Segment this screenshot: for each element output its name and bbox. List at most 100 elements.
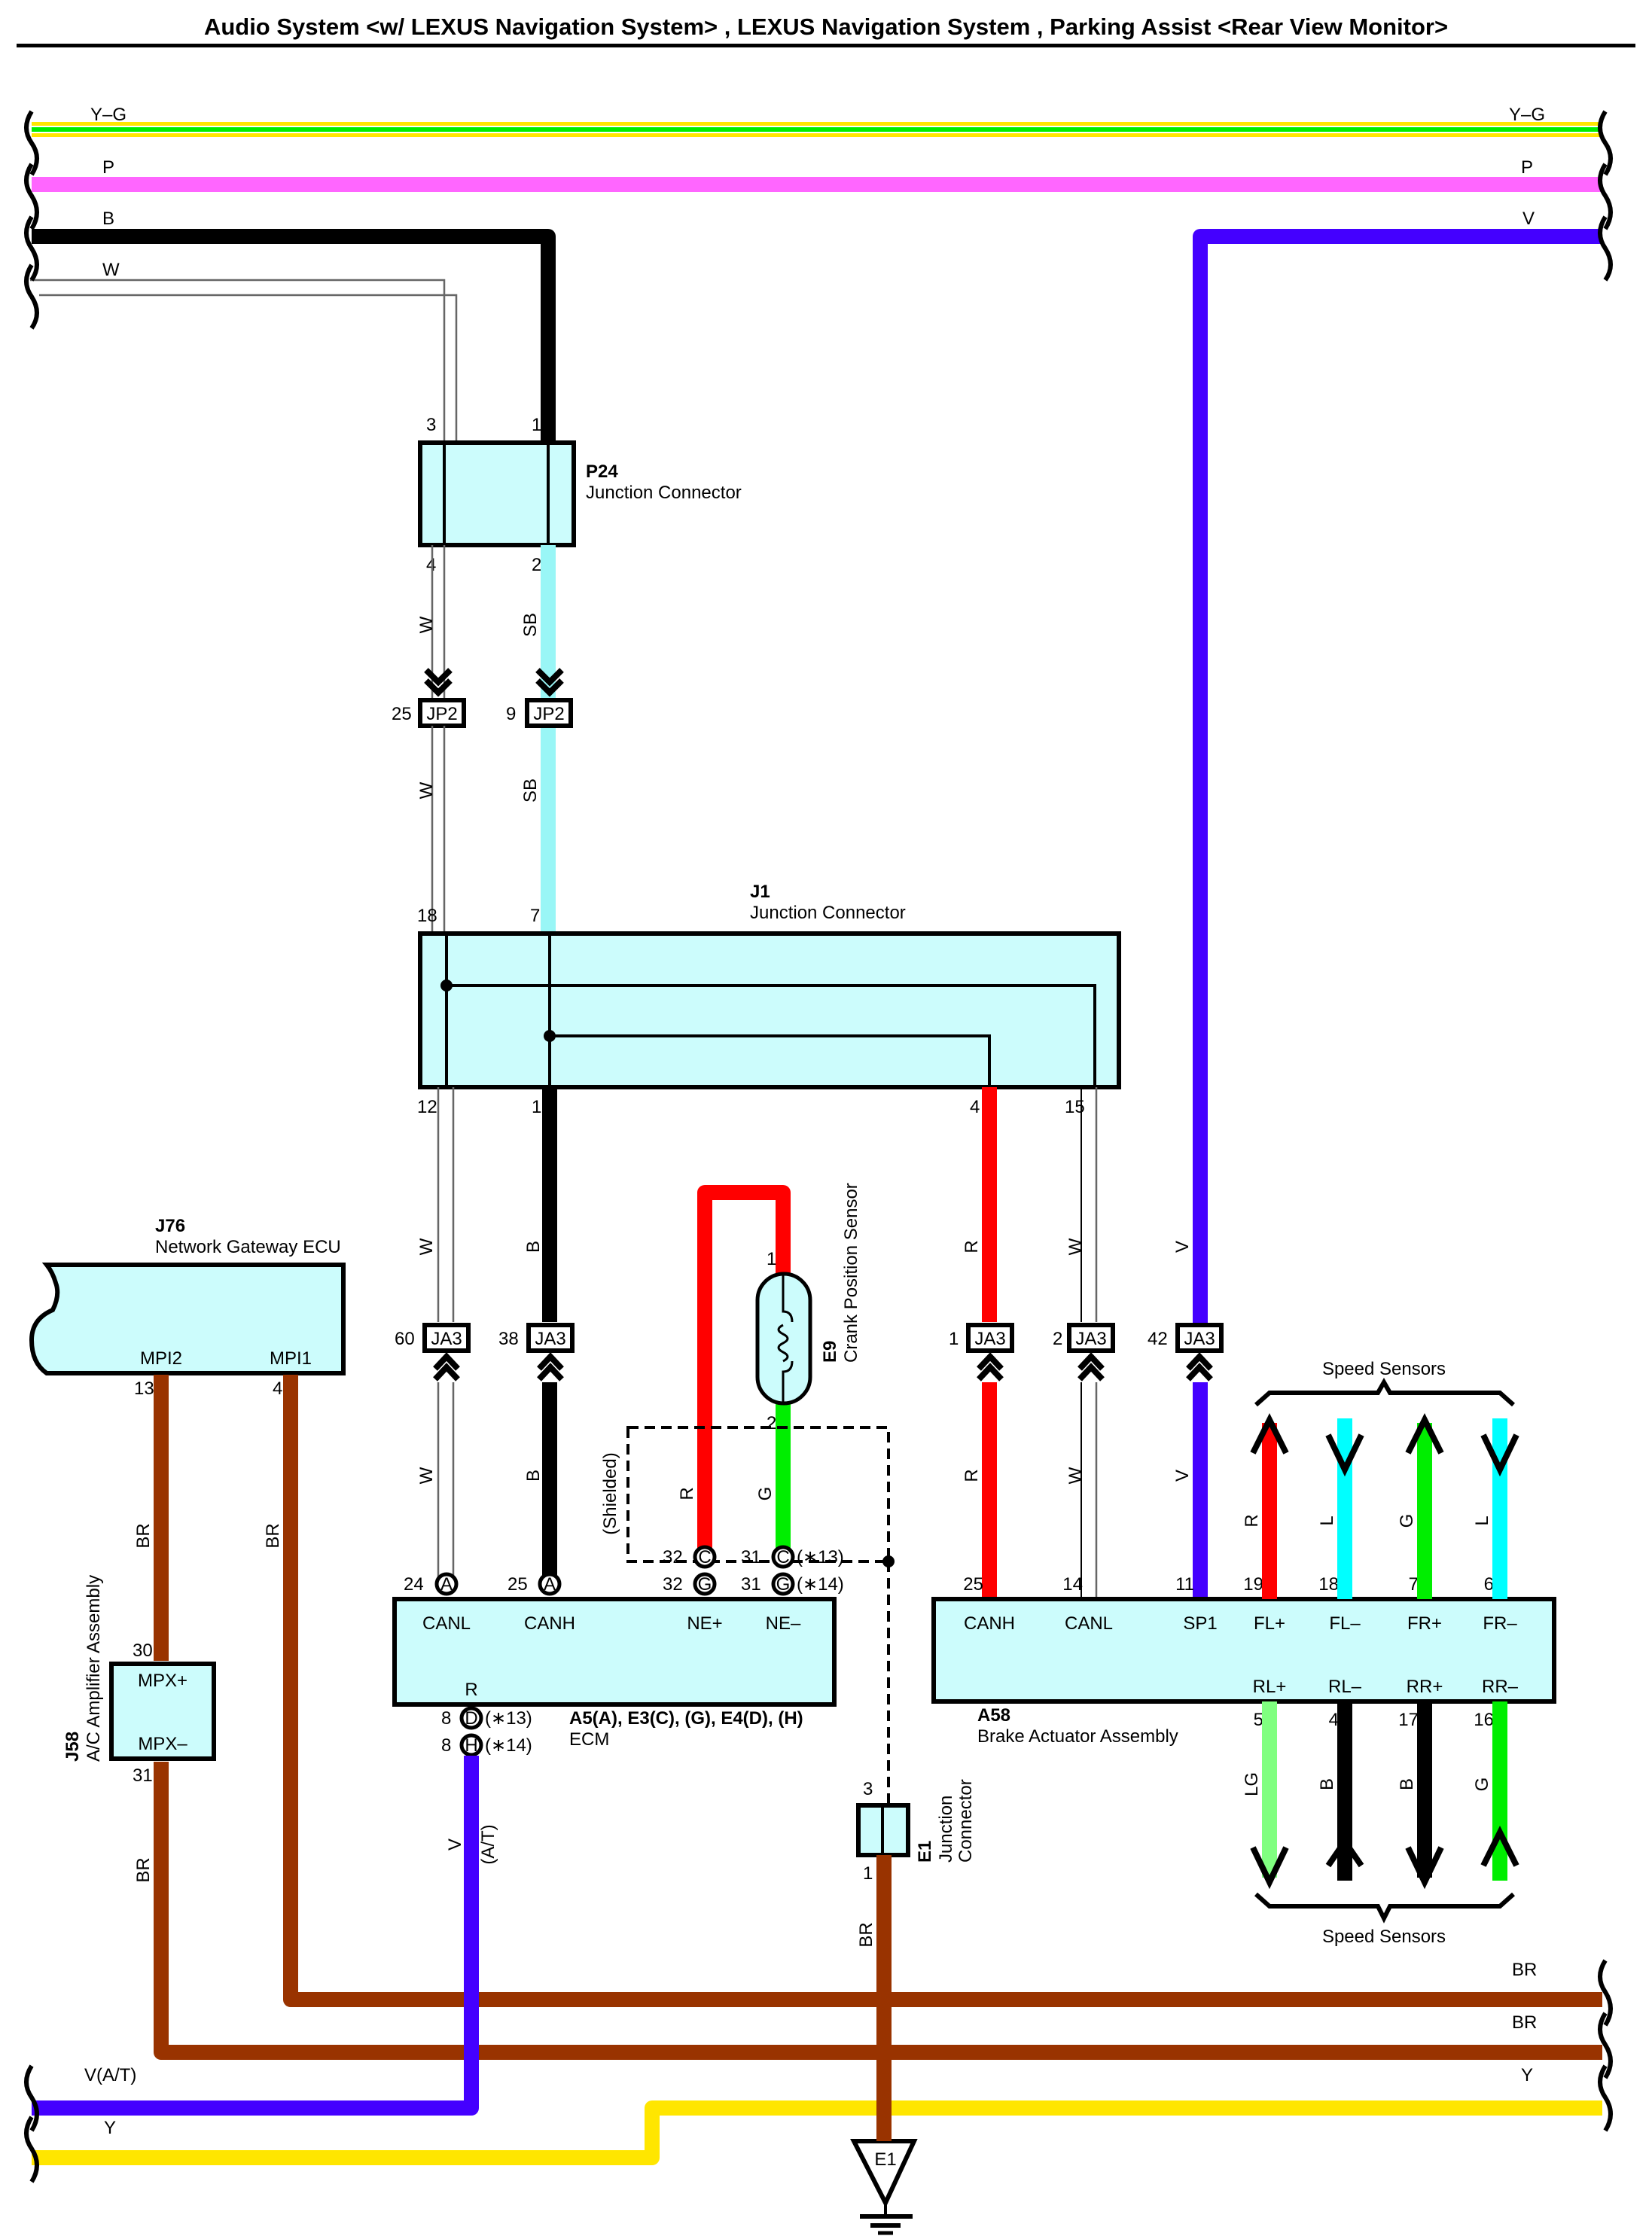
ecm-terminal-canl: CANL (422, 1613, 471, 1634)
page-title: Audio System <w/ LEXUS Navigation System… (204, 14, 1448, 40)
wire-label-vat-left: V(A/T) (84, 2065, 136, 2085)
ecm-pin-31c: 31 (741, 1547, 761, 1567)
a58-id: A58 (977, 1705, 1010, 1726)
wire-label-b-2: B (523, 1470, 544, 1482)
j1-pin-4: 4 (970, 1097, 980, 1117)
a58-brake-actuator-assembly (931, 1597, 1556, 1704)
ecm-pin-25: 25 (507, 1574, 528, 1595)
e1-jc-pin-3: 3 (863, 1779, 873, 1799)
p24-id: P24 (586, 462, 618, 482)
wire-label-l-fr: L (1472, 1516, 1492, 1525)
wire-label-y-right: Y (1521, 2065, 1533, 2085)
a58-terminal-4: FL– (1329, 1613, 1361, 1634)
ecm-name: ECM (569, 1729, 609, 1750)
wire-label-p-left: P (102, 157, 114, 178)
j58-pin-30: 30 (133, 1640, 153, 1661)
break-marks-left-top (24, 110, 39, 330)
a58-pin-bottom-17: 17 (1398, 1710, 1419, 1730)
svg-text:JA3: JA3 (1075, 1329, 1106, 1349)
wire-w-ja3-a58 (1081, 1382, 1098, 1611)
wire-w-jp2-j1 (431, 726, 446, 934)
a58-terminal-1: CANL (1065, 1613, 1113, 1634)
wire-label-w-2: W (416, 781, 437, 799)
svg-text:JP2: JP2 (533, 704, 564, 724)
ground-id: E1 (874, 2149, 896, 2170)
wire-label-w-3: W (416, 1238, 437, 1255)
ja3-connector-38: JA3 (526, 1323, 575, 1353)
arrow-down-icon (1325, 1433, 1519, 1477)
wire-label-w-4: W (1065, 1238, 1086, 1255)
a58-pin-19: 19 (1243, 1574, 1263, 1595)
j58-name: A/C Amplifier Assembly (84, 1575, 104, 1762)
e1-jc-name-2: Connector (956, 1779, 976, 1863)
jp2-pin-9: 9 (506, 704, 516, 724)
wire-label-v-right: V (1522, 209, 1535, 229)
a58-terminal-bottom-1: RL– (1328, 1677, 1362, 1697)
a58-pin-18: 18 (1318, 1574, 1339, 1595)
ja3-pin-2: 2 (1053, 1329, 1062, 1349)
j58-terminal-mpx-minus: MPX– (138, 1734, 187, 1754)
wire-y-bottom (32, 2100, 1602, 2165)
wire-label-br-2: BR (263, 1523, 283, 1548)
svg-text:JA3: JA3 (431, 1329, 462, 1349)
jp2-pin-25: 25 (392, 704, 412, 724)
svg-text:JA3: JA3 (535, 1329, 565, 1349)
wire-v-top (1193, 229, 1602, 1325)
a58-pin-6: 6 (1484, 1574, 1494, 1595)
wire-label-b-rr: B (1397, 1778, 1417, 1790)
p24-pin-4: 4 (426, 555, 436, 575)
j1-name: Junction Connector (750, 903, 906, 923)
arrow-up-icon (1325, 1826, 1519, 1868)
ecm-letter-c2: C (776, 1547, 789, 1567)
j76-network-gateway-ecu (29, 1263, 346, 1375)
break-marks-right-bottom (1598, 1959, 1613, 2132)
a58-pin-bottom-5: 5 (1254, 1710, 1263, 1730)
j58-ac-amplifier-assembly (109, 1662, 216, 1761)
ecm-letter-g2: G (776, 1574, 791, 1595)
wire-label-br-1: BR (133, 1523, 154, 1548)
wire-label-b-1: B (523, 1241, 544, 1253)
jp2-connector-25: JP2 (418, 698, 466, 728)
j1-pin-1: 1 (532, 1097, 541, 1117)
j58-terminal-mpx-plus: MPX+ (138, 1671, 187, 1691)
a58-terminal-6: FR– (1483, 1613, 1517, 1634)
e9-crank-position-sensor (755, 1272, 812, 1406)
j76-terminal-mpi1: MPI1 (270, 1348, 312, 1369)
a58-pin-bottom-16: 16 (1474, 1710, 1494, 1730)
ecm-terminal-ne-minus: NE– (766, 1613, 801, 1634)
ecm-note-14a: (∗14) (797, 1574, 844, 1595)
a58-terminal-3: FL+ (1254, 1613, 1285, 1634)
p24-pin-3: 3 (426, 415, 436, 435)
e1-junction-connector (856, 1803, 910, 1857)
wire-w-j1-ja3-2 (1081, 1087, 1098, 1322)
j76-pin-13: 13 (134, 1378, 154, 1399)
wire-label-l-fl: L (1317, 1516, 1337, 1525)
wire-label-p-right: P (1521, 157, 1533, 178)
wire-label-r-1: R (962, 1240, 982, 1253)
e1-jc-name-1: Junction (936, 1796, 956, 1863)
speed-sensors-brace-bottom (1254, 1892, 1515, 1924)
break-marks-right-top (1598, 110, 1613, 282)
wire-label-y-left: Y (104, 2118, 116, 2138)
a58-terminal-0: CANH (964, 1613, 1015, 1634)
a58-terminal-2: SP1 (1183, 1613, 1217, 1634)
wire-label-w-5: W (416, 1467, 437, 1484)
title-rule (17, 44, 1635, 47)
speed-sensors-label-top: Speed Sensors (1322, 1359, 1446, 1379)
ecm-pin-32g: 32 (663, 1574, 683, 1595)
wire-label-g-fr: G (1397, 1514, 1417, 1528)
svg-text:JP2: JP2 (426, 704, 457, 724)
p24-junction-connector (418, 440, 576, 547)
ecm-letter-c1: C (698, 1547, 711, 1567)
ecm-letter-g1: G (698, 1574, 712, 1595)
wire-label-br-right-1: BR (1512, 1960, 1537, 1980)
ja3-pin-60: 60 (395, 1329, 415, 1349)
wire-label-br-4: BR (856, 1922, 876, 1947)
ja3-connector-42: JA3 (1175, 1323, 1224, 1353)
wire-b-top (32, 229, 556, 444)
j76-terminal-mpi2: MPI2 (140, 1348, 182, 1369)
arrow-up-icon (1250, 1413, 1444, 1455)
j1-pin-18: 18 (417, 906, 437, 926)
